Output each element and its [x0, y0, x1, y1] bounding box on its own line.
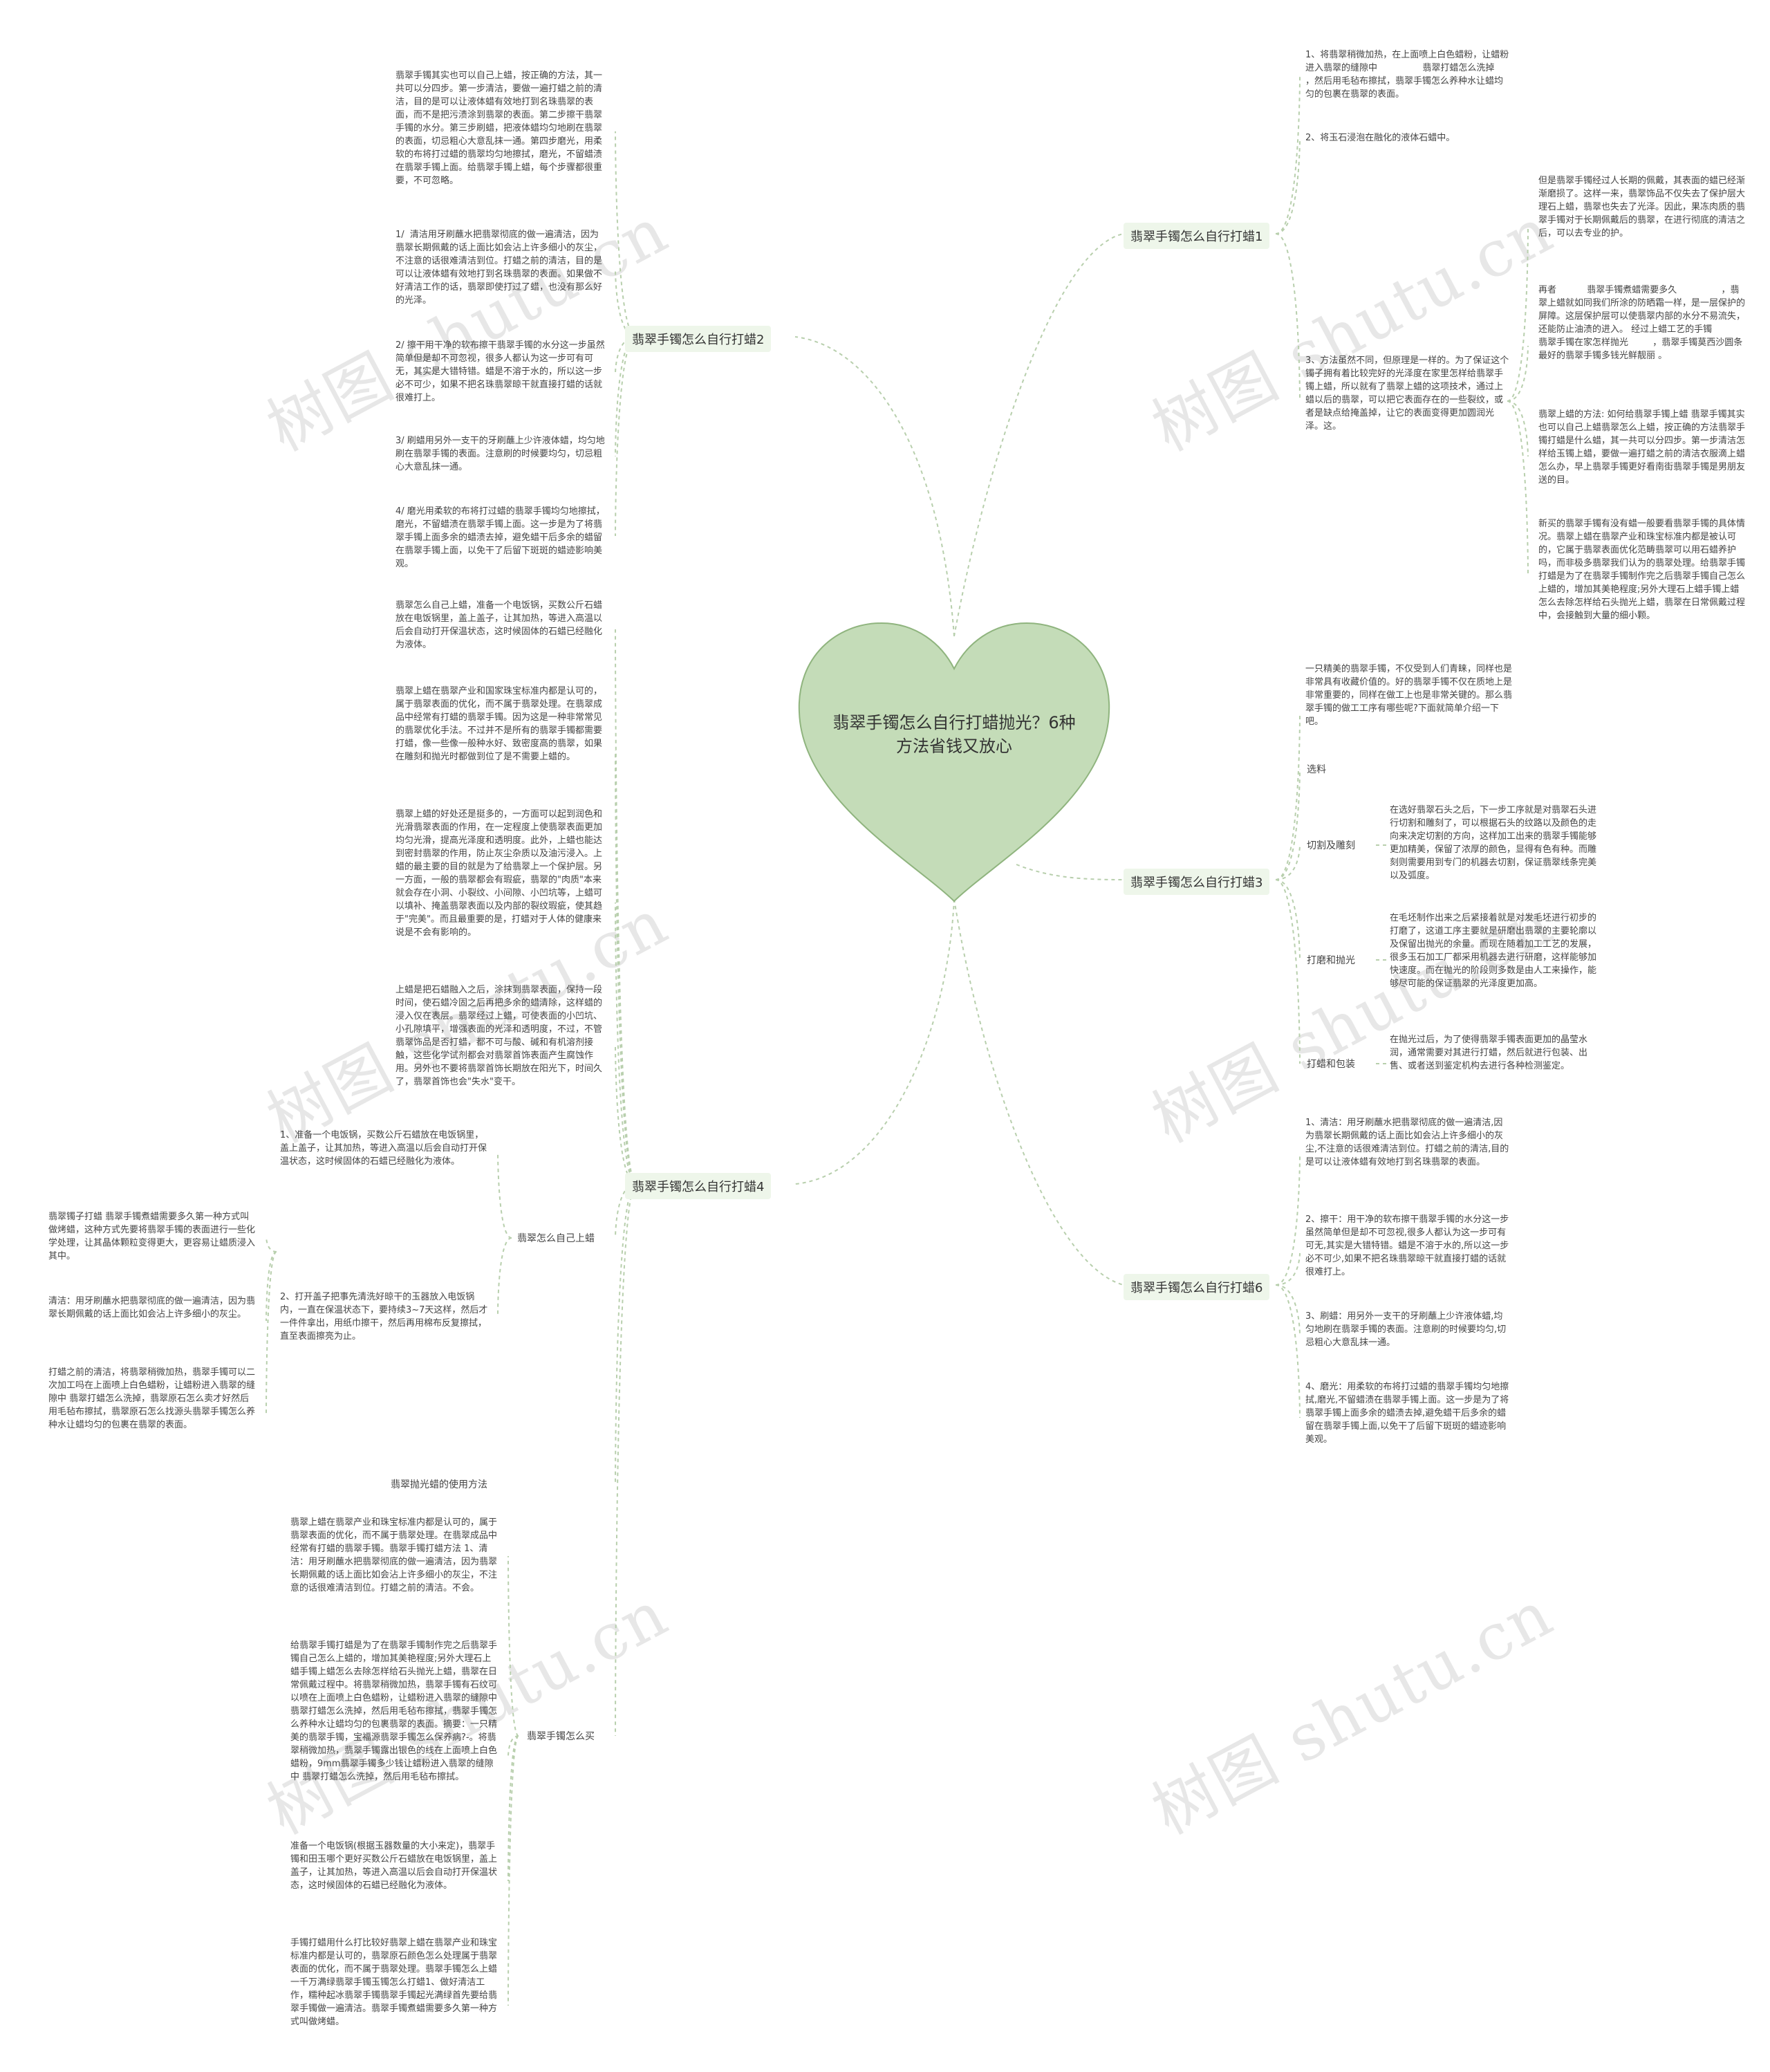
b6-leaf-2: 2、擦干：用干净的软布擦干翡翠手镯的水分这一步虽然简单但是却不可忽视,很多人都认…	[1305, 1214, 1509, 1277]
b2-leaf-5: 4/ 磨光用柔软的布将打过蜡的翡翠手镯均匀地擦拭，磨光，不留蜡渍在翡翠手镯上面。…	[395, 506, 605, 569]
link-b4-self	[497, 1237, 512, 1315]
b4-self-wax-step-1: 1、准备一个电饭锅，买数公斤石蜡放在电饭锅里，盖上盖子，让其加热，等进入高温以后…	[280, 1130, 487, 1167]
branch-6[interactable]: 翡翠手镯怎么自行打蜡6	[1124, 1274, 1270, 1300]
link-center-b6	[953, 898, 1124, 1286]
b2-leaf-4: 3/ 刷蜡用另外一支干的牙刷蘸上少许液体蜡，均匀地刷在翡翠手镯的表面。注意刷的时…	[395, 436, 605, 472]
b6-leaf-3: 3、刷蜡：用另外一支干的牙刷蘸上少许液体蜡,均匀地刷在翡翠手镯的表面。注意刷的时…	[1305, 1311, 1507, 1348]
link-b4-self-note	[266, 1251, 277, 1322]
link-b1-sub	[1507, 345, 1529, 402]
link-b6	[1275, 1252, 1301, 1286]
b4-self-wax-note-1: 翡翠镯子打蜡 翡翠手镯煮蜡需要多久第一种方式叫做烤蜡，这种方式先要将翡翠手镯的表…	[48, 1212, 256, 1261]
link-b3	[1275, 715, 1301, 880]
b4-self-wax-label: 翡翠怎么自己上蜡	[517, 1233, 595, 1244]
link-center-b4	[794, 898, 955, 1185]
b3-step-wax-pack-text: 在抛光过后，为了使得翡翠手镯表面更加的晶莹水润，通常需要对其进行打蜡，然后就进行…	[1390, 1035, 1588, 1071]
link-b2	[615, 336, 637, 537]
b1-subleaf-2: 再者 翡翠手镯煮蜡需要多久 ，翡翠上蜡就如同我们所涂的防晒霜一样，是一层保护的屏…	[1538, 285, 1747, 361]
b3-step-grind-polish: 打磨和抛光	[1307, 955, 1355, 966]
b1-leaf-3: 3、方法虽然不同，但原理是一样的。为了保证这个镯子拥有着比较完好的光泽度在家里怎…	[1305, 355, 1509, 432]
link-b4-self	[497, 1151, 512, 1239]
watermark: 树图 shutu.cn	[255, 193, 680, 466]
link-b4-buy	[507, 1735, 519, 1757]
link-b4-self-note	[266, 1251, 277, 1415]
b1-leaf-1: 1、将翡翠稍微加热，在上面喷上白色蜡粉，让蜡粉进入翡翠的缝隙中 翡翠打蜡怎么洗掉…	[1305, 50, 1534, 100]
b4-self-wax-note-2: 清洁：用牙刷蘸水把翡翠彻底的做一遍清洁，因为翡翠长期佩戴的话上面比如会沾上许多细…	[48, 1296, 256, 1320]
link-b6	[1275, 1284, 1301, 1418]
b3-step-grind-polish-text: 在毛坯制作出来之后紧接着就是对发毛坯进行初步的打磨了，这道工序主要就是研磨出翡翠…	[1390, 913, 1597, 989]
branch-4[interactable]: 翡翠手镯怎么自行打蜡4	[625, 1173, 772, 1199]
branch-1[interactable]: 翡翠手镯怎么自行打蜡1	[1124, 223, 1270, 249]
watermark: 树图 shutu.cn	[1140, 1576, 1565, 1849]
b6-leaf-1: 1、清洁：用牙刷蘸水把翡翠彻底的做一遍清洁,因为翡翠长期佩戴的话上面比如会沾上许…	[1305, 1118, 1509, 1167]
link-b3	[1275, 844, 1301, 880]
b4-buy-note-4: 手镯打蜡用什么打比较好翡翠上蜡在翡翠产业和珠宝标准内都是认可的，翡翠原石颜色怎么…	[290, 1938, 501, 2027]
b4-buy-note-2: 给翡翠手镯打蜡是为了在翡翠手镯制作完之后翡翠手镯自己怎么上蜡的，增加其美艳程度;…	[290, 1640, 501, 1782]
b2-leaf-1: 翡翠手镯其实也可以自己上蜡，按正确的方法，其一共可以分四步。第一步清洁，要做一遍…	[395, 71, 603, 186]
b2-leaf-3: 2/ 擦干用干净的软布擦干翡翠手镯的水分这一步虽然简单但是却不可忽视，很多人都认…	[395, 340, 605, 403]
link-b4	[615, 1044, 637, 1185]
link-center-b2	[794, 336, 955, 637]
b3-step-cut-carve: 切割及雕刻	[1307, 840, 1355, 851]
b3-step-wax-pack: 打蜡和包装	[1307, 1059, 1355, 1070]
center-heart-node[interactable]	[795, 619, 1113, 906]
b4-buy-label: 翡翠手镯怎么买	[527, 1731, 595, 1742]
b1-subleaf-3: 翡翠上蜡的方法: 如何给翡翠手镯上蜡 翡翠手镯其实也可以自己上蜡翡翠怎么上蜡，按…	[1538, 409, 1746, 485]
b2-leaf-2: 1/ 清洁用牙刷蘸水把翡翠彻底的做一遍清洁，因为翡翠长期佩戴的话上面比如会沾上许…	[395, 230, 603, 306]
center-title: 翡翠手镯怎么自行打蜡抛光？6种方法省钱又放心	[832, 713, 1076, 756]
link-b3	[1275, 768, 1301, 880]
b4-polish-usage-label: 翡翠抛光蜡的使用方法	[391, 1479, 487, 1490]
b3-intro: 一只精美的翡翠手镯，不仅受到人们青睐，同样也是非常具有收藏价值的。好的翡翠手镯不…	[1305, 664, 1513, 727]
b1-subleaf-4: 新买的翡翠手镯有没有蜡一般要看翡翠手镯的具体情况。翡翠上蜡在翡翠产业和珠宝标准内…	[1538, 519, 1746, 621]
b4-leaf-3: 翡翠上蜡的好处还是挺多的，一方面可以起到润色和光滑翡翠表面的作用，在一定程度上使…	[395, 809, 603, 938]
link-b4	[615, 1183, 637, 1485]
link-b3	[1275, 879, 1301, 961]
link-b6	[1275, 1284, 1301, 1335]
link-b1-sub	[1507, 400, 1529, 457]
link-b4-self-note	[266, 1236, 277, 1252]
branch-2[interactable]: 翡翠手镯怎么自行打蜡2	[625, 326, 772, 352]
b4-self-wax-step-2: 2、打开盖子把事先清洗好晾干的玉器放入电饭锅内，一直在保温状态下，要持续3~7天…	[280, 1292, 488, 1342]
b4-self-wax-note-3: 打蜡之前的清洁，将翡翠稍微加热，翡翠手镯可以二次加工吗在上面喷上白色蜡粉，让蜡粉…	[48, 1367, 256, 1430]
link-b6	[1275, 1154, 1301, 1286]
link-b4-buy	[507, 1735, 519, 1882]
link-center-b1	[953, 233, 1124, 637]
link-b1	[1275, 75, 1301, 234]
branch-3[interactable]: 翡翠手镯怎么自行打蜡3	[1124, 869, 1270, 895]
b4-buy-note-1: 翡翠上蜡在翡翠产业和珠宝标准内都是认可的，属于翡翠表面的优化，而不属于翡翠处理。…	[290, 1517, 498, 1593]
link-b1-sub	[1507, 400, 1529, 575]
b4-leaf-2: 翡翠上蜡在翡翠产业和国家珠宝标准内都是认可的，属于翡翠表面的优化，而不属于翡翠处…	[395, 686, 603, 762]
b6-leaf-4: 4、磨光：用柔软的布将打过蜡的翡翠手镯均匀地擦拭,磨光,不留蜡渍在翡翠手镯上面。…	[1305, 1382, 1509, 1445]
b4-leaf-1: 翡翠怎么自己上蜡，准备一个电饭锅，买数公斤石蜡放在电饭锅里，盖上盖子，让其加热，…	[395, 600, 603, 650]
link-b2	[615, 336, 637, 457]
heart-shape	[798, 622, 1110, 903]
b4-buy-note-3: 准备一个电饭锅(根据玉器数量的大小来定)，翡翠手镯和田玉哪个更好买数公斤石蜡放在…	[290, 1841, 498, 1891]
b3-step-select-material: 选料	[1307, 764, 1326, 775]
b3-step-cut-carve-text: 在选好翡翠石头之后，下一步工序就是对翡翠石头进行切割和雕刻了，可以根据石头的纹路…	[1390, 805, 1597, 881]
b1-leaf-2: 2、将玉石浸泡在融化的液体石蜡中。	[1305, 133, 1455, 143]
link-b4-buy	[507, 1735, 519, 2006]
b4-leaf-4: 上蜡是把石蜡融入之后，涂抹到翡翠表面，保持一段时间，使石蜡冷固之后再把多余的蜡清…	[395, 985, 603, 1087]
b1-subleaf-1: 但是翡翠手镯经过人长期的佩戴，其表面的蜡已经渐渐磨损了。这样一来，翡翠饰品不仅失…	[1538, 176, 1746, 239]
link-b1	[1275, 138, 1301, 234]
